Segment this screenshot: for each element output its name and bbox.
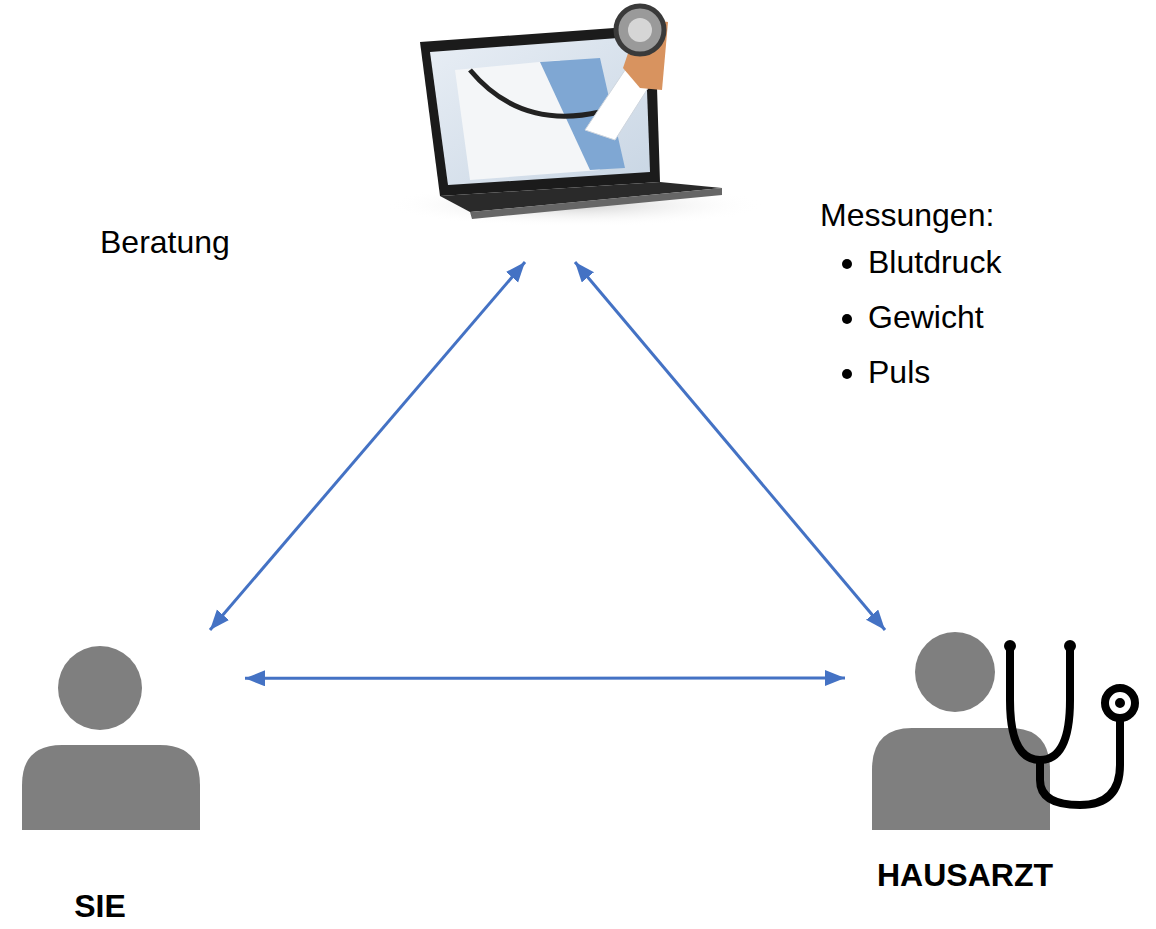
doctor-icon	[872, 632, 1050, 830]
person-label: SIE	[15, 888, 185, 924]
double-arrow	[245, 677, 845, 680]
person-label: HAUSARZT	[840, 857, 1090, 893]
double-arrow	[210, 262, 525, 630]
list-item: Puls	[868, 345, 1001, 400]
laptop-illustration	[385, 6, 765, 227]
edge-label: Beratung	[100, 222, 230, 262]
person-icon	[22, 646, 200, 830]
laptop-node	[395, 0, 745, 262]
person-node: SIE	[15, 630, 210, 924]
bullet-list: BlutdruckGewichtPuls	[820, 235, 1001, 400]
person-node: HAUSARZT	[840, 630, 1150, 910]
list-heading: Messungen:	[820, 195, 1001, 235]
list-item: Blutdruck	[868, 235, 1001, 290]
list-item: Gewicht	[868, 290, 1001, 345]
double-arrow	[575, 262, 885, 630]
measurement-list: Messungen:BlutdruckGewichtPuls	[820, 195, 1001, 400]
stethoscope-symbol	[1005, 641, 1135, 805]
